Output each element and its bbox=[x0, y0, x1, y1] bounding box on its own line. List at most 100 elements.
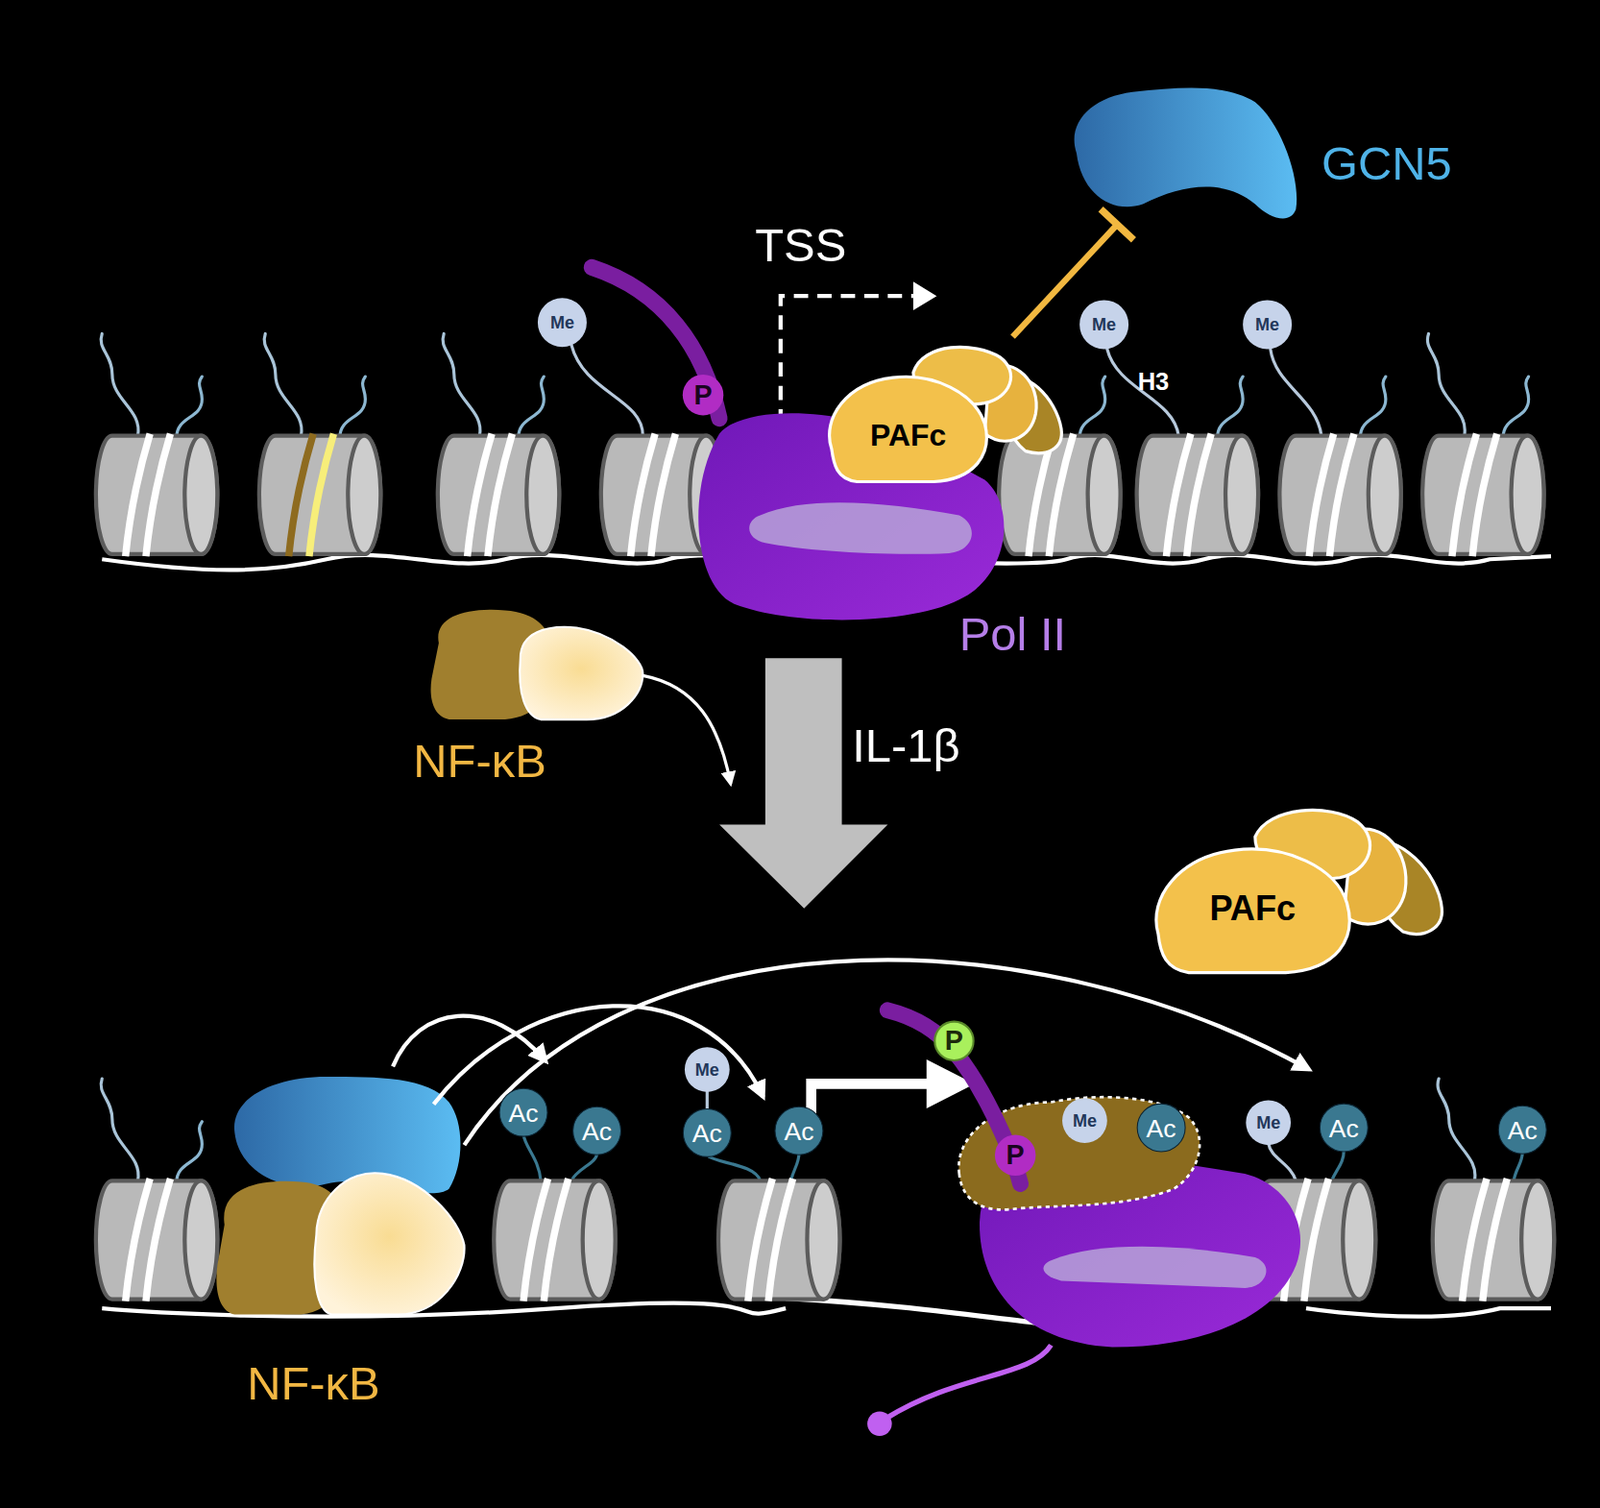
pafc-subunit bbox=[1156, 848, 1350, 973]
pafc-complex-outline bbox=[821, 337, 1067, 485]
recruitment-arrow bbox=[642, 675, 730, 784]
methyl-mark-text: Me bbox=[695, 1060, 720, 1078]
methyl-mark: Me bbox=[1242, 299, 1292, 349]
tss-label: TSS bbox=[754, 221, 847, 269]
methyl-mark-text: Me bbox=[1256, 1114, 1281, 1132]
acetyl-mark: Ac bbox=[1498, 1105, 1548, 1155]
nucleosome bbox=[493, 1178, 615, 1302]
nucleosome bbox=[718, 1178, 840, 1302]
acetyl-mark-text: Ac bbox=[692, 1119, 723, 1146]
methyl-mark: Me bbox=[1079, 299, 1129, 349]
pafc-complex-label: PAFc bbox=[1158, 891, 1348, 926]
nfkb-dimer-label: NF-κB bbox=[246, 1358, 380, 1407]
acetyl-mark-text: Ac bbox=[783, 1117, 814, 1144]
acetyl-mark: Ac bbox=[1319, 1103, 1369, 1153]
nfkb-subunit bbox=[519, 627, 643, 720]
methyl-mark: Me bbox=[1245, 1099, 1291, 1145]
rna-transcript bbox=[885, 1344, 1051, 1419]
nucleosome bbox=[998, 434, 1120, 558]
phospho-mark-text: P bbox=[945, 1026, 964, 1055]
nucleosome bbox=[96, 434, 218, 558]
histone-tail bbox=[1359, 376, 1386, 438]
histone-tail bbox=[100, 333, 139, 436]
pafc-complex: PAFc bbox=[821, 337, 1067, 485]
phospho-mark-text: P bbox=[1006, 1140, 1025, 1169]
nucleosome bbox=[1137, 434, 1259, 558]
methyl-mark-text: Me bbox=[1091, 315, 1116, 334]
acetyl-mark-text: Ac bbox=[1507, 1116, 1538, 1143]
phospho-mark: P bbox=[933, 1020, 975, 1063]
unwound-dna bbox=[785, 1298, 1036, 1324]
tss-active-arrow bbox=[811, 1083, 935, 1145]
histone-tail bbox=[1217, 376, 1244, 438]
acetyl-mark-text: Ac bbox=[1146, 1115, 1177, 1141]
pafc-complex-outline bbox=[1147, 800, 1444, 975]
nucleosome bbox=[1279, 434, 1401, 558]
histone-tail bbox=[1332, 1149, 1345, 1181]
acetylation-arrow bbox=[392, 1016, 546, 1067]
histone-tail bbox=[100, 1078, 139, 1181]
acetyl-mark-text: Ac bbox=[1329, 1115, 1359, 1141]
gcn5-blob bbox=[234, 1076, 461, 1193]
histone-tail bbox=[1503, 376, 1529, 438]
histone-tail bbox=[1079, 376, 1106, 438]
phospho-mark: P bbox=[994, 1135, 1037, 1177]
methyl-mark: Me bbox=[1062, 1097, 1108, 1143]
acetyl-mark: Ac bbox=[572, 1106, 622, 1156]
histone-tail bbox=[1107, 348, 1179, 436]
histone-tail bbox=[571, 344, 643, 437]
histone-tail bbox=[1437, 1078, 1476, 1181]
methyl-mark-text: Me bbox=[550, 314, 575, 332]
nucleosome bbox=[437, 434, 559, 558]
histone-tail bbox=[1270, 348, 1322, 436]
ctd-tail bbox=[591, 266, 720, 418]
pafc-complex: PAFc bbox=[1147, 800, 1444, 975]
nfkb-dimer-outline bbox=[423, 602, 654, 726]
nfkb-dimer: NF-κB bbox=[423, 602, 654, 726]
histone-tail bbox=[1427, 333, 1465, 436]
histone-tail bbox=[571, 1153, 598, 1182]
binding-site-stripe bbox=[309, 434, 335, 558]
histone-tail bbox=[264, 333, 302, 436]
transition-arrow bbox=[719, 657, 888, 908]
acetyl-mark: Ac bbox=[1137, 1103, 1187, 1153]
histone-tail bbox=[518, 376, 545, 438]
acetyl-mark-text: Ac bbox=[581, 1117, 612, 1144]
histone-tail bbox=[339, 376, 366, 438]
nfkb-dimer: NF-κB bbox=[209, 1163, 470, 1322]
gcn5-blob-label: GCN5 bbox=[1321, 140, 1453, 188]
polymerase-channel bbox=[1042, 1246, 1266, 1288]
histone-label: H3 bbox=[1138, 369, 1170, 395]
gcn5-blob: GCN5 bbox=[1061, 81, 1307, 225]
acetyl-mark: Ac bbox=[499, 1088, 549, 1138]
histone-tail bbox=[523, 1135, 541, 1182]
histone-tail bbox=[790, 1153, 800, 1182]
tss-arrowhead bbox=[913, 281, 937, 311]
nfkb-subunit bbox=[314, 1172, 464, 1314]
histone-tail bbox=[1268, 1142, 1297, 1181]
gcn5-shape bbox=[1074, 88, 1298, 219]
methyl-mark: Me bbox=[684, 1046, 730, 1092]
acetylation-arrows bbox=[392, 960, 1310, 1146]
stimulus-label: IL-1β bbox=[851, 721, 960, 769]
methyl-mark-text: Me bbox=[1255, 315, 1280, 334]
pafc-complex-label: PAFc bbox=[831, 420, 985, 452]
rna-cap bbox=[867, 1410, 893, 1436]
nfkb-dimer-label: NF-κB bbox=[412, 736, 546, 784]
acetyl-mark: Ac bbox=[774, 1106, 824, 1156]
histone-tail bbox=[176, 376, 203, 438]
nucleosome-binding-site bbox=[259, 434, 381, 558]
phospho-mark: P bbox=[682, 374, 725, 416]
inhibition-connector bbox=[1013, 224, 1118, 338]
histone-tail bbox=[706, 1155, 760, 1182]
phospho-mark-text: P bbox=[693, 381, 712, 410]
histone-tail bbox=[1513, 1152, 1524, 1184]
histone-tail bbox=[442, 333, 481, 436]
polymerase-label: Pol II bbox=[959, 609, 1067, 657]
acetyl-mark-text: Ac bbox=[509, 1099, 539, 1126]
histone-tail bbox=[176, 1121, 203, 1184]
nucleosome bbox=[1422, 434, 1544, 558]
